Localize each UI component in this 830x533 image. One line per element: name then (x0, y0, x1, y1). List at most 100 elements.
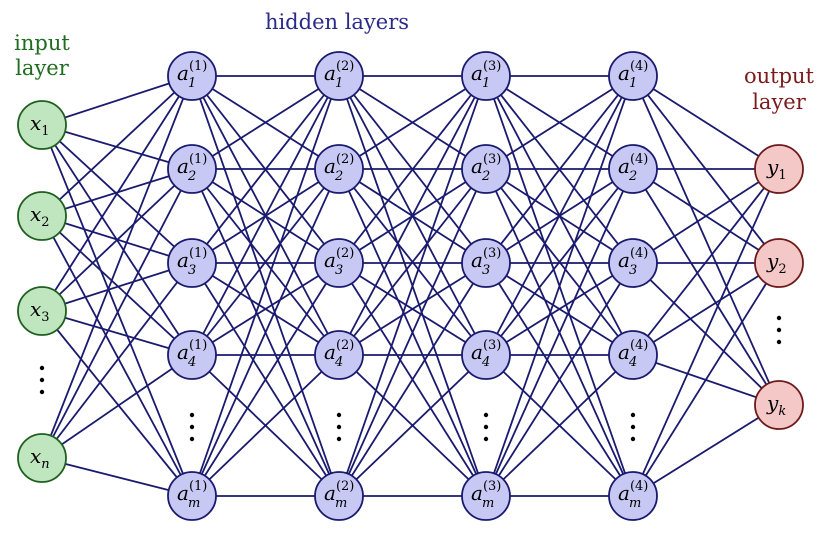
hidden-node-a3-layer4: a(4)3 (608, 238, 658, 288)
node-subscript: 3 (629, 263, 637, 278)
node-superscript: (4) (630, 338, 648, 353)
node-circle (608, 51, 658, 101)
hidden-node-a1-layer1: a(1)1 (167, 51, 217, 101)
node-subscript: 2 (41, 215, 49, 230)
node-label: a(4)3 (618, 246, 648, 278)
node-subscript: 2 (628, 169, 637, 184)
edge (485, 262, 634, 356)
node-subscript: 4 (628, 355, 637, 370)
node-superscript: (1) (189, 152, 207, 167)
edge (191, 354, 340, 497)
edge (338, 75, 487, 356)
edge (41, 75, 193, 459)
node-var: x (30, 297, 41, 321)
node-circle (167, 471, 217, 521)
node-label: x2 (30, 202, 50, 230)
node-circle (17, 191, 67, 241)
output-node-y1: y1 (754, 144, 804, 194)
hidden-node-a3-layer2: a(2)3 (314, 238, 364, 288)
edge (41, 75, 193, 126)
node-var: y (766, 155, 779, 179)
node-label: a(3)2 (471, 152, 501, 184)
node-circle (461, 144, 511, 194)
node-var: a (177, 481, 189, 505)
output-layer-label-line1: output (744, 64, 815, 88)
ellipsis-dot (630, 436, 636, 442)
ellipsis-dot (776, 327, 782, 333)
edge (338, 75, 487, 264)
edge (485, 354, 634, 497)
node-subscript: 3 (335, 263, 343, 278)
edge (41, 215, 193, 356)
node-superscript: (4) (630, 152, 648, 167)
node-superscript: (4) (630, 479, 648, 494)
node-circle (314, 238, 364, 288)
edge (41, 457, 193, 497)
node-subscript: 1 (778, 168, 786, 183)
ellipsis-dot (336, 424, 342, 430)
ellipsis-dot (483, 412, 489, 418)
node-subscript: 3 (41, 310, 49, 325)
node-var: a (324, 248, 336, 272)
node-var: a (177, 61, 189, 85)
output-node-y2: y2 (754, 238, 804, 288)
output-ellipsis (776, 315, 782, 345)
edge (41, 124, 193, 497)
ellipsis-dot (336, 412, 342, 418)
edge (338, 75, 487, 170)
node-label: a(1)4 (177, 338, 207, 370)
edge (41, 262, 193, 459)
hidden-ellipsis (336, 412, 342, 442)
node-subscript: 3 (482, 263, 490, 278)
node-subscript: m (188, 496, 200, 511)
node-subscript: 1 (482, 76, 490, 91)
edge (191, 168, 340, 356)
node-var: x (30, 202, 41, 226)
hidden-node-a4-layer3: a(3)4 (461, 330, 511, 380)
node-circle (314, 471, 364, 521)
edge (485, 75, 634, 170)
node-label: yk (766, 391, 786, 419)
edge (485, 262, 634, 497)
node-subscript: 1 (188, 76, 196, 91)
hidden-node-a2-layer3: a(3)2 (461, 144, 511, 194)
node-label: a(4)4 (618, 338, 648, 370)
node-var: y (766, 391, 779, 415)
node-superscript: (2) (336, 152, 354, 167)
edge (632, 75, 780, 170)
edge (191, 168, 340, 497)
node-circle (17, 286, 67, 336)
hidden-node-a2-layer4: a(4)2 (608, 144, 658, 194)
hidden-node-a1-layer3: a(3)1 (461, 51, 511, 101)
hidden-ellipsis (483, 412, 489, 442)
edge (338, 262, 487, 497)
node-label: a(1)2 (177, 152, 207, 184)
node-superscript: (3) (483, 246, 501, 261)
node-subscript: m (629, 496, 641, 511)
node-superscript: (4) (630, 246, 648, 261)
hidden-node-a4-layer1: a(1)4 (167, 330, 217, 380)
node-circle (754, 380, 804, 430)
node-var: a (471, 481, 483, 505)
ellipsis-dot (39, 365, 45, 371)
hidden-node-a1-layer4: a(4)1 (608, 51, 658, 101)
node-circle (754, 238, 804, 288)
node-var: a (324, 61, 336, 85)
node-label: a(2)3 (324, 246, 354, 278)
network-nodes: x1x2x3xna(1)1a(1)2a(1)3a(1)4a(1)ma(2)1a(… (17, 51, 804, 521)
input-node-x3: x3 (17, 286, 67, 336)
edge (41, 354, 193, 459)
edge (632, 262, 780, 497)
edge (338, 168, 487, 356)
ellipsis-dot (483, 424, 489, 430)
output-node-yk: yk (754, 380, 804, 430)
node-label: a(1)1 (177, 59, 207, 91)
node-superscript: (2) (336, 338, 354, 353)
layer-labels: input layer hidden layers output layer (14, 10, 814, 114)
input-layer-label-line2: layer (15, 56, 70, 80)
edge (485, 75, 634, 497)
node-subscript: 4 (481, 355, 490, 370)
node-label: a(4)2 (618, 152, 648, 184)
node-superscript: (3) (483, 479, 501, 494)
